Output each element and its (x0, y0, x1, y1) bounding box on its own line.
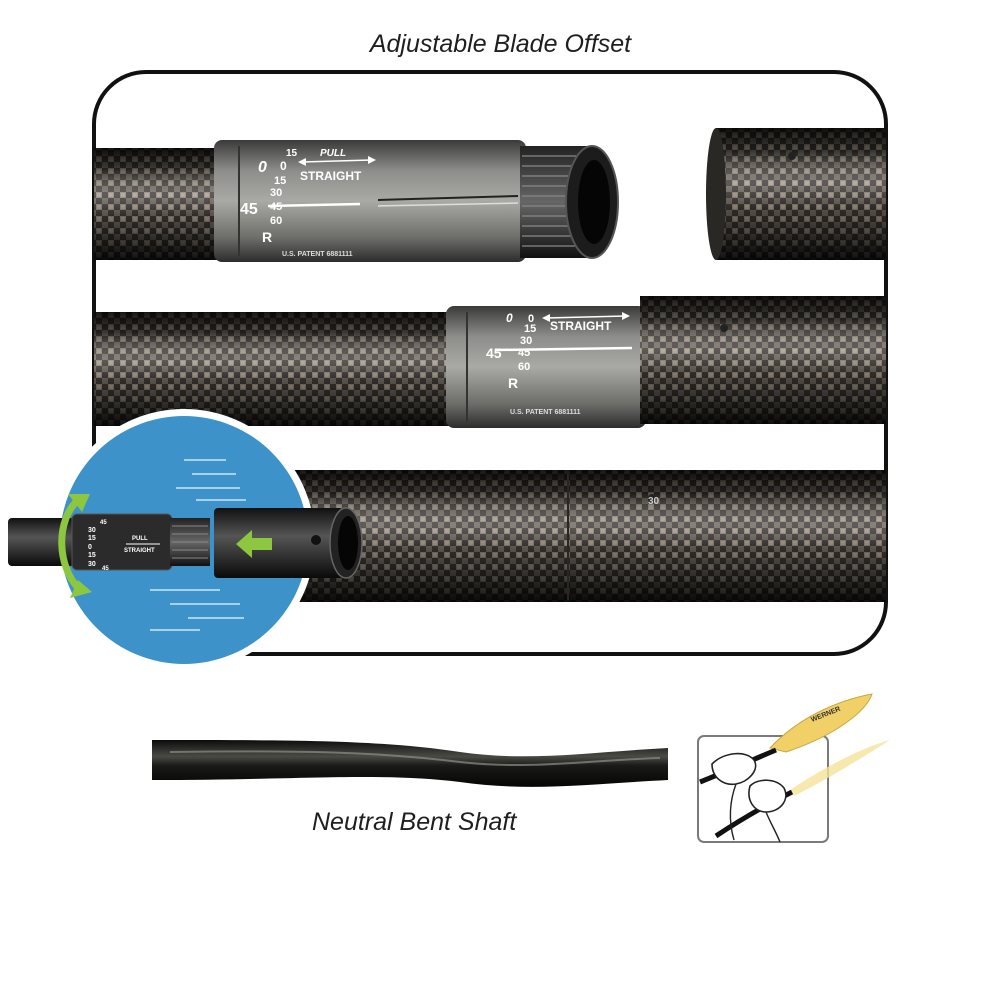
inset-dial-30: 30 (88, 527, 96, 534)
top-dial-patent: U.S. PATENT 6881111 (282, 251, 353, 258)
rotate-arrow-icon (58, 497, 83, 593)
mid-dial-left-45: 45 (486, 345, 502, 361)
title: Adjustable Blade Offset (369, 30, 632, 58)
mid-dial-60: 60 (518, 361, 530, 373)
mid-dial-30: 30 (520, 335, 532, 347)
mid-dial-0: 0 (528, 313, 534, 325)
middle-shaft: 0 0 15 STRAIGHT 30 45 45 60 R U.S. PATEN… (94, 296, 886, 428)
blade-icon (769, 693, 873, 753)
mid-dial-patent: U.S. PATENT 6881111 (510, 409, 581, 416)
inset-dial-15b: 15 (88, 552, 96, 559)
ferrule-mark: 30 (648, 496, 660, 507)
top-shaft: 15 PULL 0 0 STRAIGHT 15 30 45 45 60 R U.… (94, 128, 886, 262)
inset-dial-15: 15 (88, 535, 96, 542)
top-right-socket (706, 128, 886, 260)
mid-dial-left-0: 0 (506, 311, 513, 325)
bent-shaft-caption: Neutral Bent Shaft (312, 808, 517, 836)
top-dial-left-45: 45 (240, 201, 258, 218)
top-dial-straight: STRAIGHT (300, 169, 362, 183)
inset-dial-0: 0 (88, 544, 92, 551)
top-dial-pull: PULL (320, 148, 346, 159)
insert-arrow-icon (236, 530, 272, 558)
top-dial-left-0: 0 (258, 159, 267, 176)
paddler-grip-diagram: WERNER (697, 693, 890, 843)
inset-dial-straight: STRAIGHT (124, 548, 155, 554)
top-dial-side: R (262, 229, 272, 245)
inset-dial-pull: PULL (132, 536, 148, 542)
bent-shaft (152, 740, 668, 787)
assembly-inset: 45 30 15 0 15 30 45 PULL STRAIGHT (8, 409, 363, 671)
inset-dial-45b: 45 (102, 566, 109, 572)
inset-dial-45: 45 (100, 520, 107, 526)
mid-dial-side: R (508, 375, 518, 391)
mid-dial-15: 15 (524, 323, 536, 335)
top-dial-30: 30 (270, 187, 282, 199)
top-dial-15b: 15 (274, 175, 286, 187)
inset-dial-30b: 30 (88, 561, 96, 568)
mid-dial-straight: STRAIGHT (550, 319, 612, 333)
top-dial-45: 45 (270, 201, 282, 213)
top-dial-0: 0 (280, 159, 287, 173)
top-dial-15: 15 (286, 148, 298, 159)
top-dial-60: 60 (270, 215, 282, 227)
mid-dial-45: 45 (518, 347, 530, 359)
